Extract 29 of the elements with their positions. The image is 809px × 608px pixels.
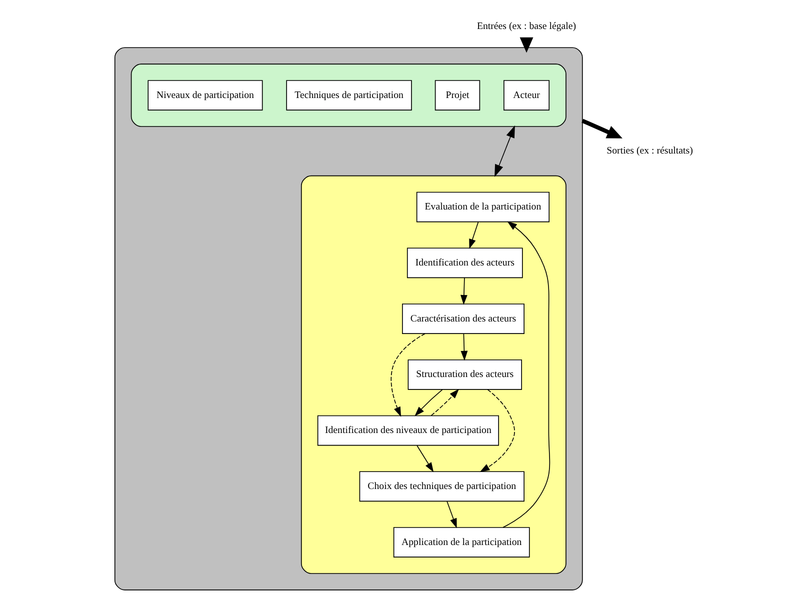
cluster xyxy=(300,175,566,574)
arrow xyxy=(520,37,534,53)
node-box: Projet xyxy=(434,80,480,110)
arrow xyxy=(390,333,426,417)
arrow xyxy=(582,118,622,138)
cluster xyxy=(114,47,583,590)
node-box: Choix des techniques de participation xyxy=(359,471,524,502)
arrow xyxy=(460,333,468,361)
arrow xyxy=(414,389,443,416)
arrow xyxy=(430,388,460,416)
cluster xyxy=(130,64,566,127)
node-box: Application de la participation xyxy=(393,527,530,558)
node-box: Acteur xyxy=(504,80,550,110)
arrow xyxy=(446,501,457,528)
arrow xyxy=(494,125,515,177)
node-box: Evaluation de la participation xyxy=(416,192,550,222)
node-box: Identification des niveaux de participation xyxy=(317,415,499,446)
node-box: Niveaux de participation xyxy=(148,80,263,110)
node-box: Caractérisation des acteurs xyxy=(402,304,524,334)
arrow xyxy=(469,222,479,249)
node-box: Structuration des acteurs xyxy=(408,359,522,390)
node-box: Identification des acteurs xyxy=(406,248,523,278)
arrow xyxy=(460,278,468,305)
arrow xyxy=(480,389,515,472)
node-text: Sorties (ex : résultats) xyxy=(606,146,693,157)
node-box: Techniques de participation xyxy=(286,80,412,110)
arrow xyxy=(502,221,550,528)
arrow xyxy=(416,445,434,472)
node-text: Entrées (ex : base légale) xyxy=(476,20,576,32)
